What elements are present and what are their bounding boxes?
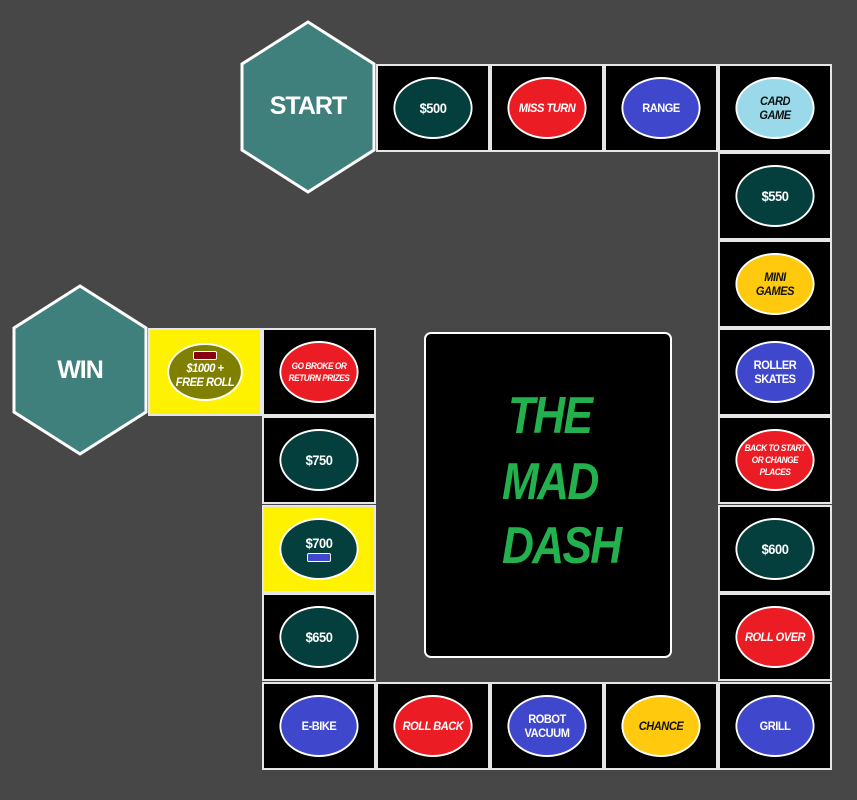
- win-label: WIN: [57, 356, 104, 384]
- board-space-mini-games[interactable]: MINI GAMES: [718, 240, 832, 328]
- start-label: START: [269, 92, 347, 120]
- space-oval: ROBOT VACUUM: [507, 695, 587, 757]
- title-line-2: MAD: [502, 453, 599, 511]
- space-label: $700: [305, 535, 333, 551]
- board-space-e-bike[interactable]: E-BIKE: [262, 682, 376, 770]
- space-oval: $500: [393, 77, 473, 139]
- space-oval: RANGE: [621, 77, 701, 139]
- board-space-back-to-start[interactable]: BACK TO START OR CHANGE PLACES: [718, 416, 832, 504]
- space-label: $750: [305, 452, 333, 468]
- space-label: ROLL OVER: [744, 630, 806, 644]
- space-oval: ROLL BACK: [393, 695, 473, 757]
- board-space-grill[interactable]: GRILL: [718, 682, 832, 770]
- space-label: $600: [761, 541, 789, 557]
- space-oval: ROLL OVER: [735, 606, 815, 668]
- title-line-3: DASH: [502, 517, 622, 575]
- board-space-range[interactable]: RANGE: [604, 64, 718, 152]
- space-label: CHANCE: [638, 719, 684, 733]
- space-label: E-BIKE: [301, 719, 337, 733]
- board-space-miss-turn[interactable]: MISS TURN: [490, 64, 604, 152]
- player-token-blue[interactable]: [307, 553, 331, 562]
- space-oval: E-BIKE: [279, 695, 359, 757]
- space-oval: GRILL: [735, 695, 815, 757]
- space-oval: $650: [279, 606, 359, 668]
- board-space-500[interactable]: $500: [376, 64, 490, 152]
- space-label: GO BROKE OR RETURN PRIZES: [288, 361, 350, 383]
- board-space-600[interactable]: $600: [718, 505, 832, 593]
- space-label: CARD GAME: [759, 94, 791, 122]
- space-label: ROLLER SKATES: [753, 358, 797, 386]
- space-label: $550: [761, 188, 789, 204]
- win-space[interactable]: WIN: [12, 284, 148, 456]
- space-label: ROBOT VACUUM: [524, 712, 570, 740]
- space-oval: $700: [279, 518, 359, 580]
- hexagon-shape: [240, 20, 376, 194]
- board-space-roll-over[interactable]: ROLL OVER: [718, 593, 832, 681]
- space-oval: MISS TURN: [507, 77, 587, 139]
- board-space-650[interactable]: $650: [262, 593, 376, 681]
- space-oval: $550: [735, 165, 815, 227]
- space-oval: $750: [279, 429, 359, 491]
- board-space-chance[interactable]: CHANCE: [604, 682, 718, 770]
- board-space-550[interactable]: $550: [718, 152, 832, 240]
- title-line-1: THE: [508, 387, 593, 445]
- space-oval: CHANCE: [621, 695, 701, 757]
- space-label: RANGE: [642, 101, 680, 115]
- space-oval: CARD GAME: [735, 77, 815, 139]
- board-space-robot-vacuum[interactable]: ROBOT VACUUM: [490, 682, 604, 770]
- board-space-1000-free-roll[interactable]: $1000 + FREE ROLL: [148, 328, 262, 416]
- space-label: BACK TO START OR CHANGE PLACES: [744, 443, 806, 477]
- hexagon-shape: [12, 284, 148, 456]
- space-label: MINI GAMES: [755, 270, 795, 298]
- space-oval: $600: [735, 518, 815, 580]
- title-card: THE MAD DASH: [424, 332, 672, 658]
- board-space-750[interactable]: $750: [262, 416, 376, 504]
- space-label: ROLL BACK: [402, 719, 464, 733]
- space-oval: MINI GAMES: [735, 253, 815, 315]
- space-oval: $1000 + FREE ROLL: [167, 343, 243, 401]
- player-token-red[interactable]: [193, 351, 217, 360]
- space-label: $1000 + FREE ROLL: [175, 361, 235, 389]
- space-oval: BACK TO START OR CHANGE PLACES: [735, 429, 815, 491]
- space-oval: GO BROKE OR RETURN PRIZES: [279, 341, 359, 403]
- space-oval: ROLLER SKATES: [735, 341, 815, 403]
- board-space-go-broke[interactable]: GO BROKE OR RETURN PRIZES: [262, 328, 376, 416]
- space-label: GRILL: [759, 719, 791, 733]
- space-label: $650: [305, 629, 333, 645]
- board-space-card-game[interactable]: CARD GAME: [718, 64, 832, 152]
- board-space-700[interactable]: $700: [262, 505, 376, 593]
- space-label: MISS TURN: [518, 101, 576, 115]
- board-space-roller-skates[interactable]: ROLLER SKATES: [718, 328, 832, 416]
- start-space[interactable]: START: [240, 20, 376, 194]
- board-space-roll-back[interactable]: ROLL BACK: [376, 682, 490, 770]
- space-label: $500: [419, 100, 447, 116]
